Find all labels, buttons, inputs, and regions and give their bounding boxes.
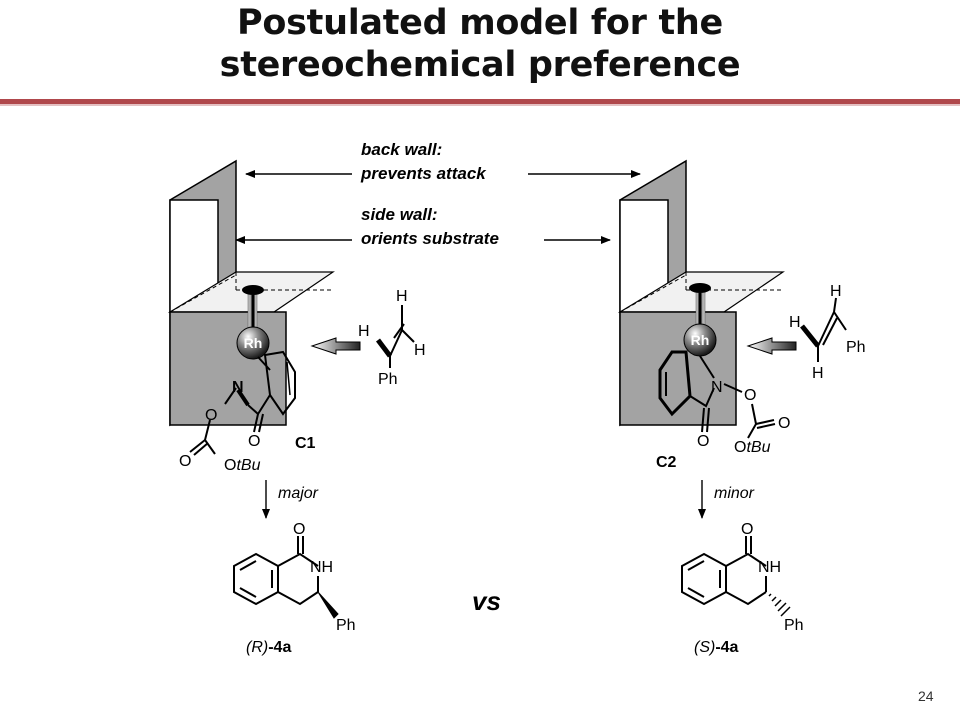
- title-line-1: Postulated model for the: [237, 3, 723, 43]
- left-product-nh: NH: [310, 559, 333, 576]
- left-complex-label: C1: [295, 435, 316, 452]
- right-o-carbonyl-atom: O: [697, 433, 709, 450]
- left-n-atom: N: [232, 379, 244, 396]
- right-h-left: H: [789, 314, 801, 331]
- back-wall-label-1: back wall:: [361, 140, 442, 159]
- major-label: major: [278, 485, 319, 502]
- left-approach-arrow: [310, 337, 361, 355]
- right-otbu-group: OtBu: [734, 439, 771, 456]
- right-o-ring-atom: O: [744, 387, 756, 404]
- back-wall-annotation: back wall: prevents attack: [245, 140, 641, 183]
- side-wall-label-2: orients substrate: [361, 229, 499, 248]
- left-ph: Ph: [378, 371, 398, 388]
- right-n-atom: N: [711, 379, 723, 396]
- left-h-right: H: [414, 342, 426, 359]
- right-complex-label: C2: [656, 454, 677, 471]
- left-o-carbonyl-atom: O: [248, 433, 260, 450]
- title-underline: [0, 99, 960, 104]
- right-ph: Ph: [846, 339, 866, 356]
- left-product: O NH Ph (R)-4a: [233, 521, 356, 656]
- right-product-nh: NH: [758, 559, 781, 576]
- right-styrene: [800, 297, 847, 362]
- back-wall-label-2: prevents attack: [360, 164, 487, 183]
- left-product-o: O: [293, 521, 305, 538]
- right-axial-ligand: [689, 283, 711, 293]
- left-h-left: H: [358, 323, 370, 340]
- title-underline-shadow: [0, 104, 960, 106]
- right-h-bottom: H: [812, 365, 824, 382]
- minor-label: minor: [714, 485, 755, 502]
- side-wall-annotation: side wall: orients substrate: [235, 205, 611, 248]
- right-product-name: (S)-4a: [694, 639, 739, 656]
- right-product: O NH Ph (S)-4a: [681, 521, 804, 656]
- right-product-o: O: [741, 521, 753, 538]
- left-rh-label: Rh: [244, 335, 263, 351]
- right-rh-label: Rh: [691, 332, 710, 348]
- left-product-ph: Ph: [336, 617, 356, 634]
- right-product-ph: Ph: [784, 617, 804, 634]
- title-line-2: stereochemical preference: [219, 45, 741, 85]
- right-o-ester-atom: O: [778, 415, 790, 432]
- left-benzamide-ligand: [189, 350, 296, 456]
- slide-title: Postulated model for the stereochemical …: [0, 2, 960, 86]
- left-styrene: [376, 305, 415, 368]
- side-wall-label-1: side wall:: [361, 205, 438, 224]
- left-o-ring-atom: O: [205, 407, 217, 424]
- page-number: 24: [918, 688, 934, 704]
- right-benzamide-ligand: [658, 350, 776, 439]
- left-product-name: (R)-4a: [246, 639, 291, 656]
- left-catalyst-model: Rh N O O O OtBu C1: [167, 159, 426, 519]
- left-h-top: H: [396, 288, 408, 305]
- vs-label: vs: [472, 586, 501, 616]
- left-axial-ligand: [242, 285, 264, 295]
- right-h-top: H: [830, 283, 842, 300]
- left-otbu-group: OtBu: [224, 457, 261, 474]
- left-o-ester-atom: O: [179, 453, 191, 470]
- right-catalyst-model: Rh N O O O OtBu C2 H H H: [617, 159, 866, 519]
- right-approach-arrow: [746, 337, 797, 355]
- left-rh-atom: [236, 326, 270, 360]
